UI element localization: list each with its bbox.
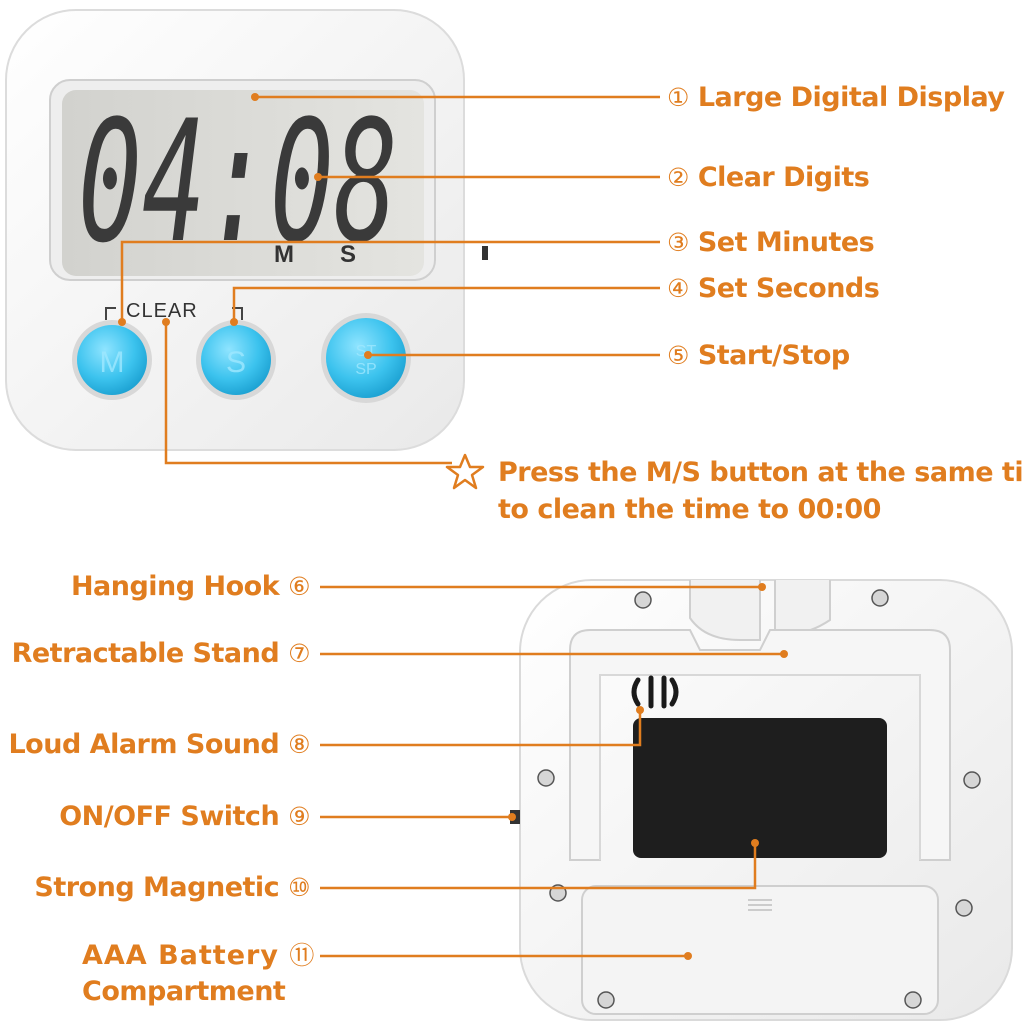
lcd-seconds-unit: S <box>340 241 356 268</box>
callout-text: Retractable Stand <box>11 638 280 669</box>
callout-number: ② <box>667 163 689 192</box>
callout-number: ① <box>667 83 689 112</box>
screws <box>537 589 981 1009</box>
callout-text: Hanging Hook <box>70 571 280 602</box>
callout-set-seconds: ④ Set Seconds <box>667 273 880 304</box>
lcd-screen <box>62 90 424 276</box>
callout-text: AAA Battery <box>82 940 279 971</box>
callout-number: ⑨ <box>288 802 310 831</box>
stand-inner <box>599 674 921 860</box>
callout-text: Loud Alarm Sound <box>8 729 280 760</box>
callout-text-2: Compartment <box>82 976 286 1007</box>
callout-number: ⑧ <box>288 730 310 759</box>
m-button-label: M <box>100 346 125 379</box>
lcd-minutes-unit: M <box>274 241 294 268</box>
callout-number: ⑤ <box>667 341 689 370</box>
timer-back <box>510 579 1013 1021</box>
clear-note-line1: Press the M/S button at the same time <box>498 457 1024 488</box>
callout-retractable-stand: Retractable Stand ⑦ <box>11 638 311 669</box>
magnet-plate <box>633 718 887 858</box>
callout-number: ③ <box>667 228 689 257</box>
front-leader-dots <box>118 93 372 359</box>
callout-text: Set Seconds <box>697 273 880 304</box>
speaker-holes <box>631 675 679 709</box>
callout-large-digital-display: ① Large Digital Display <box>667 82 1005 113</box>
s-button-label: S <box>226 346 246 379</box>
battery-cover-ridges <box>748 899 772 911</box>
s-button[interactable]: S <box>196 320 276 400</box>
callout-clear-digits: ② Clear Digits <box>667 162 870 193</box>
clear-bracket <box>105 307 116 320</box>
callout-number: ⑩ <box>288 873 310 902</box>
callout-number: ⑦ <box>288 639 310 668</box>
callout-on-off-switch: ON/OFF Switch ⑨ <box>59 803 310 830</box>
callout-set-minutes: ③ Set Minutes <box>667 227 875 258</box>
back-leaders <box>320 585 784 958</box>
callout-number: ④ <box>667 274 689 303</box>
callout-text: Strong Magnetic <box>34 872 280 903</box>
front-leaders <box>120 95 660 465</box>
callout-text: Clear Digits <box>697 162 870 193</box>
callout-text: Large Digital Display <box>697 82 1005 113</box>
clear-bracket-right <box>232 307 243 320</box>
callout-loud-alarm-sound: Loud Alarm Sound ⑧ <box>8 731 310 758</box>
callout-text: ON/OFF Switch <box>59 801 280 832</box>
lcd-digits: 04:08 <box>78 84 398 280</box>
callout-text: Start/Stop <box>697 340 850 371</box>
battery-cover <box>581 885 939 1015</box>
callout-aaa-battery: AAA Battery ⑪ <box>82 942 315 969</box>
callout-compartment: Compartment <box>82 976 286 1007</box>
callout-number: ⑥ <box>288 572 310 601</box>
m-button[interactable]: M <box>72 320 152 400</box>
callout-start-stop: ⑤ Start/Stop <box>667 342 850 369</box>
side-switch-nub <box>482 246 488 260</box>
clear-label: CLEAR <box>126 300 198 322</box>
callout-text: Set Minutes <box>697 227 875 258</box>
callout-strong-magnetic: Strong Magnetic ⑩ <box>34 874 310 901</box>
clear-note-line2: to clean the time to 00:00 <box>498 494 881 525</box>
callout-hanging-hook: Hanging Hook ⑥ <box>70 571 311 602</box>
clear-note: Press the M/S button at the same time to… <box>498 454 1024 528</box>
back-leader-dots <box>508 583 788 960</box>
callout-number: ⑪ <box>289 941 316 970</box>
star-outline-icon <box>445 453 485 490</box>
